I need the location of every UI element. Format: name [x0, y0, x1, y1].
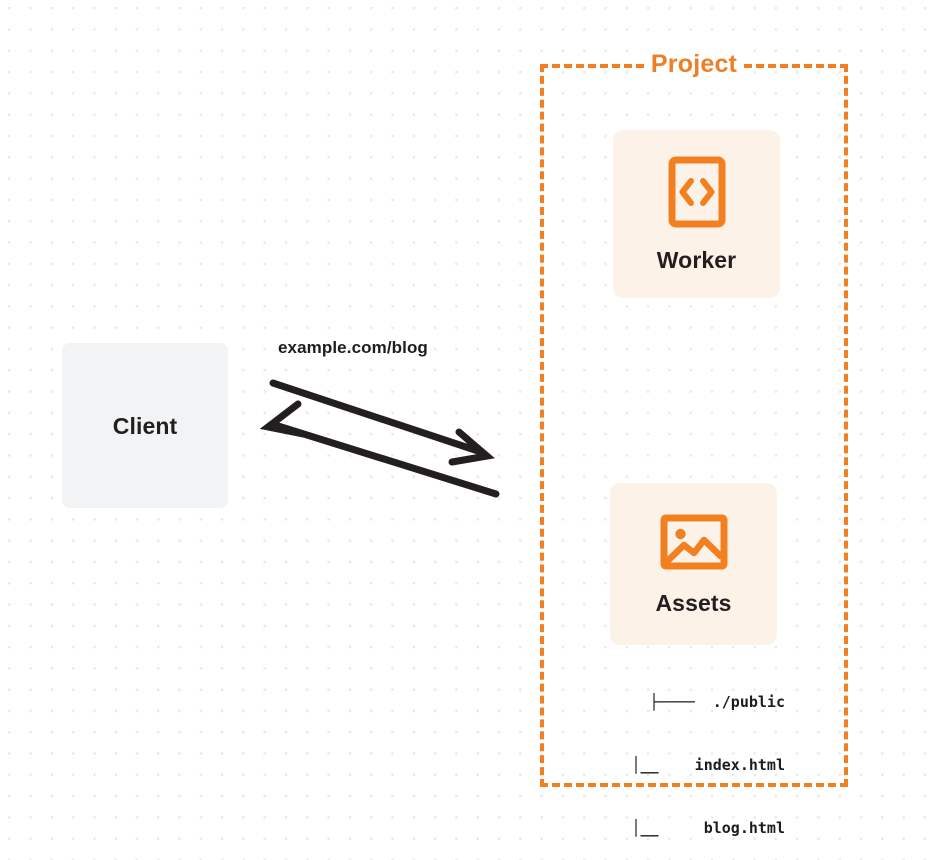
- client-node-label: Client: [112, 412, 178, 439]
- file-tree-row: ├──── ./public: [649, 693, 785, 711]
- file-tree-row: │__ blog.html: [604, 819, 785, 837]
- client-node[interactable]: Client: [62, 343, 228, 508]
- code-file-icon: [668, 156, 726, 233]
- assets-node[interactable]: Assets: [610, 483, 777, 645]
- image-icon: [660, 513, 728, 576]
- response-arrow: [259, 400, 500, 498]
- request-arrow: [269, 379, 495, 466]
- request-url-label: example.com/blog: [278, 338, 428, 357]
- worker-node-label: Worker: [656, 246, 737, 273]
- project-label: Project: [540, 50, 848, 78]
- file-tree-row: │__ index.html: [604, 756, 785, 774]
- asset-file-tree: ├──── ./public │__ index.html │__ blog.h…: [585, 650, 785, 860]
- worker-node[interactable]: Worker: [613, 130, 780, 298]
- assets-node-label: Assets: [655, 589, 732, 616]
- project-label-text: Project: [645, 50, 743, 78]
